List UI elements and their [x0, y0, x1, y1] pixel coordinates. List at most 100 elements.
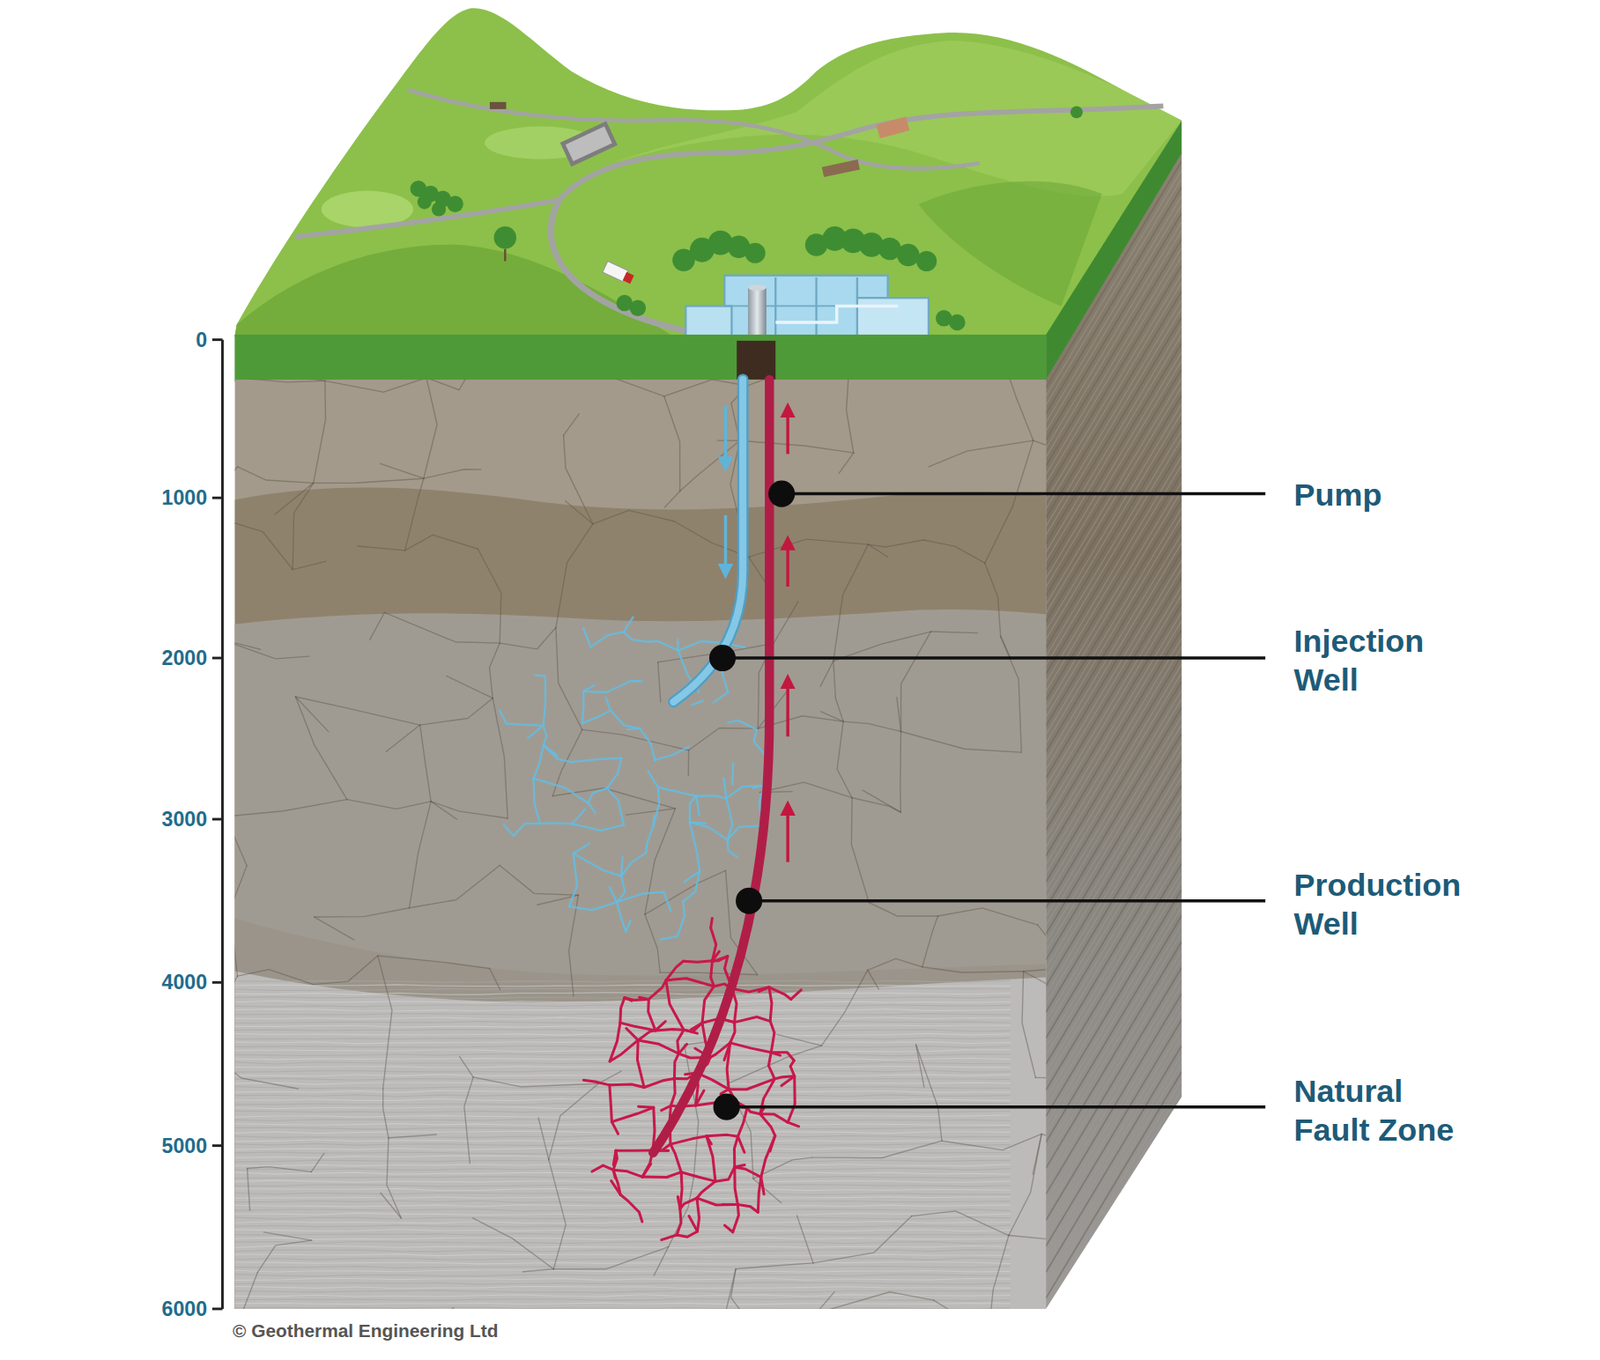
- fault-fracture: [734, 1016, 771, 1023]
- fault-fracture: [706, 1134, 739, 1137]
- fault-fracture: [781, 1076, 795, 1087]
- rock-crack: [409, 865, 501, 908]
- depth-label: 3000: [96, 807, 208, 830]
- water-fracture: [753, 785, 764, 789]
- rock-crack: [833, 544, 869, 661]
- rock-crack: [405, 534, 479, 551]
- water-fracture: [543, 725, 548, 746]
- side-stratum: [1045, 429, 1182, 657]
- water-fracture: [606, 697, 611, 711]
- injection-well: [673, 379, 743, 703]
- fault-fracture: [611, 1181, 621, 1196]
- rock-crack: [377, 955, 393, 1089]
- fault-fracture: [696, 1181, 716, 1199]
- side-stratum: [1045, 725, 1182, 952]
- side-stratum: [1045, 959, 1182, 1186]
- fault-fracture: [676, 1208, 682, 1236]
- water-fracture: [684, 871, 701, 882]
- water-fracture: [658, 787, 697, 797]
- side-stratum: [1045, 508, 1182, 735]
- fault-fracture: [666, 980, 684, 1030]
- wellhead-base: [736, 340, 776, 380]
- fault-fracture: [696, 1198, 700, 1232]
- water-fracture: [621, 857, 623, 876]
- barn: [489, 102, 507, 110]
- water-fracture: [689, 822, 707, 824]
- fault-fracture: [768, 1052, 775, 1080]
- striation: [234, 1074, 1010, 1077]
- water-fracture: [513, 823, 541, 837]
- land-surface: [234, 7, 1182, 337]
- water-fracture: [571, 809, 586, 825]
- rock-crack: [234, 466, 238, 520]
- rock-crack: [313, 380, 326, 483]
- fault-fracture: [670, 1079, 675, 1107]
- art-part: [781, 492, 1266, 496]
- side-stratum: [1045, 1106, 1182, 1334]
- striation: [234, 1180, 1010, 1183]
- water-fracture: [588, 788, 608, 804]
- turf-front: [234, 334, 1046, 382]
- striation: [234, 1286, 1010, 1289]
- water-fracture: [616, 892, 664, 904]
- striation: [234, 1185, 1010, 1187]
- fault-fracture: [611, 1107, 653, 1122]
- fault-fracture: [722, 1203, 738, 1207]
- rock-crack: [423, 379, 438, 479]
- rock-crack: [563, 435, 593, 525]
- rock-layer: [234, 488, 1046, 1310]
- fault-fracture: [770, 1052, 780, 1056]
- depth-axis: [212, 340, 223, 1310]
- water-fracture: [588, 803, 596, 814]
- water-fracture: [527, 725, 543, 739]
- rock-crack: [922, 916, 939, 968]
- side-stratum: [1045, 985, 1182, 1212]
- water-fracture: [621, 852, 646, 876]
- rock-crack: [821, 711, 844, 722]
- water-fracture: [607, 758, 622, 789]
- striation: [234, 1278, 1010, 1281]
- striation: [234, 1258, 1010, 1260]
- rock-crack: [548, 1083, 599, 1160]
- depth-label: 0: [96, 328, 208, 351]
- water-fracture: [506, 724, 544, 726]
- side-stratum: [1045, 829, 1182, 1056]
- art-part: [494, 226, 517, 249]
- fault-fracture: [761, 1177, 764, 1194]
- side-stratum: [1045, 621, 1182, 848]
- fault-fracture: [738, 1108, 749, 1137]
- fault-fracture: [680, 1198, 697, 1209]
- rock-crack: [933, 1300, 988, 1310]
- striation: [234, 1295, 1010, 1297]
- water-fracture: [582, 711, 611, 725]
- water-fracture: [653, 787, 660, 827]
- rock-crack: [837, 721, 852, 799]
- side-stratum: [1045, 976, 1182, 1203]
- callout-label: Pump: [1294, 476, 1476, 516]
- side-stratum: [1045, 274, 1182, 501]
- water-fracture: [616, 902, 626, 933]
- depth-label: 4000: [96, 971, 208, 994]
- rock-crack: [985, 440, 1034, 563]
- art-part: [565, 126, 613, 162]
- striation: [234, 1087, 1010, 1089]
- striation: [234, 1254, 1010, 1257]
- side-stratum: [1045, 664, 1182, 891]
- side-stratum: [1045, 404, 1182, 631]
- striation: [234, 1111, 1010, 1113]
- striation: [234, 1266, 1010, 1269]
- rock-crack: [867, 540, 924, 548]
- art-part: [212, 1308, 223, 1312]
- side-stratum: [1045, 950, 1182, 1178]
- barn: [876, 116, 911, 139]
- rock-crack: [815, 1292, 934, 1310]
- striation: [234, 1045, 1010, 1048]
- rock-crack: [548, 1160, 566, 1270]
- truck: [602, 260, 635, 284]
- fault-fracture: [690, 1022, 703, 1030]
- art-part: [713, 1094, 741, 1121]
- art-part: [629, 300, 647, 318]
- art-part: [622, 272, 635, 284]
- leader-lines: [722, 494, 1266, 1108]
- rock-crack: [916, 1044, 942, 1141]
